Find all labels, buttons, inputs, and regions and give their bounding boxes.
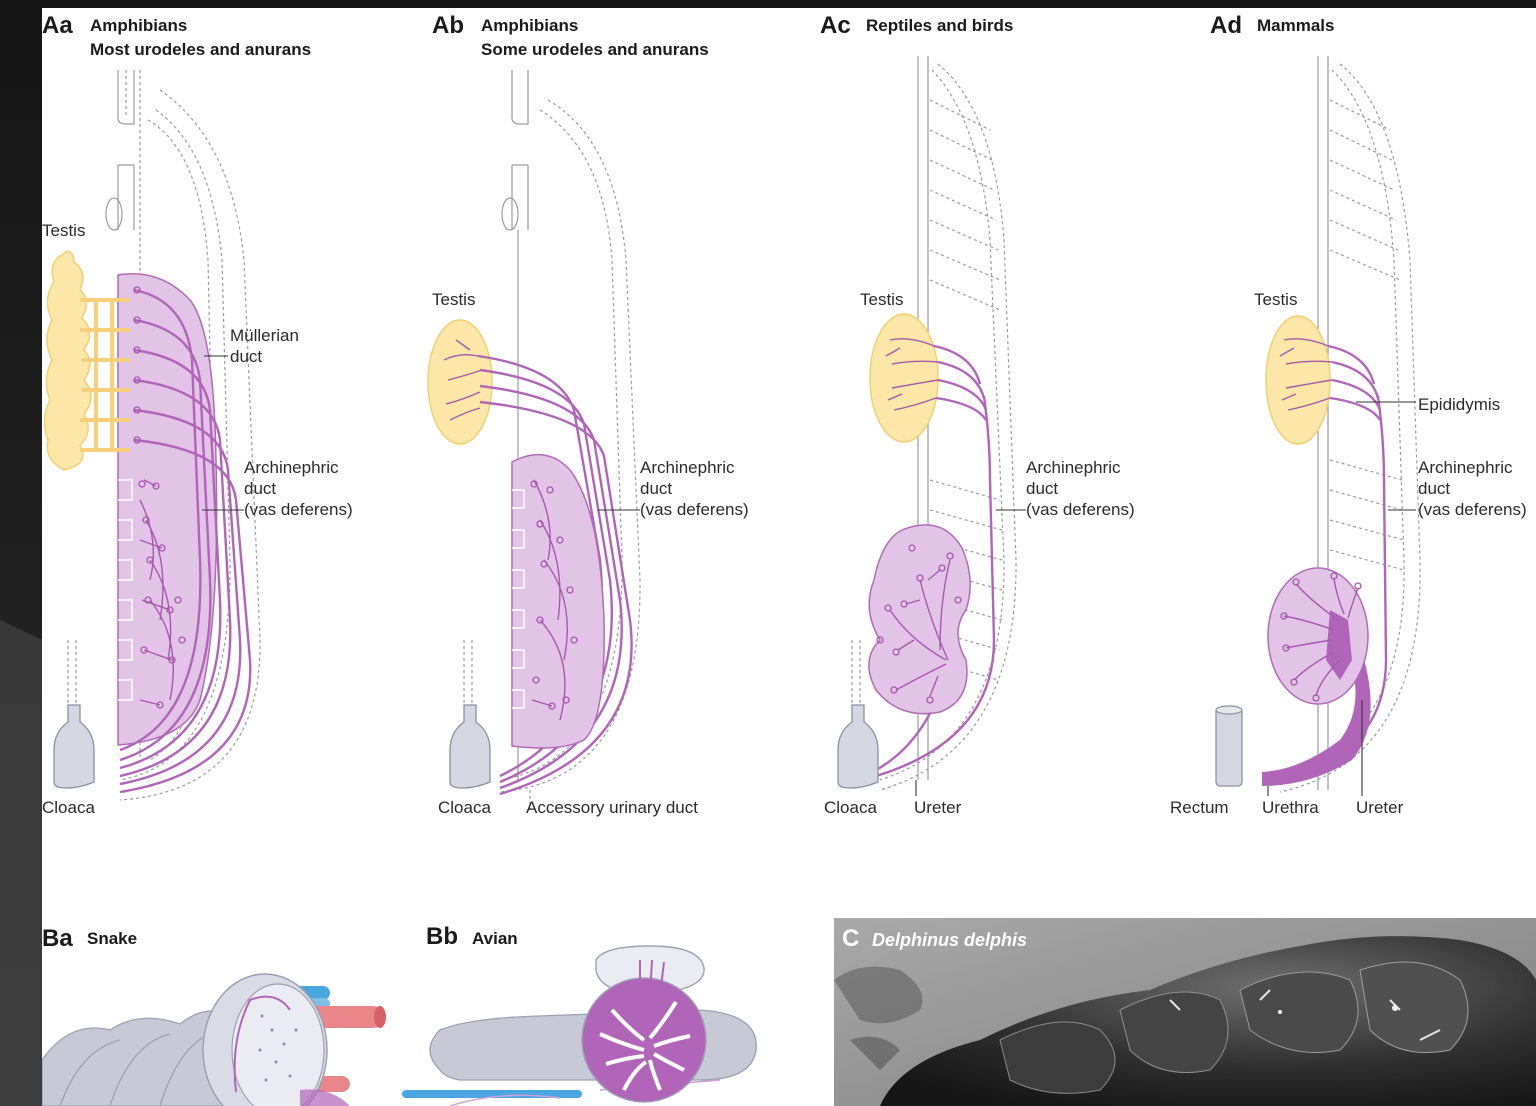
panel-ad-kidney xyxy=(1268,568,1368,704)
panel-ac-label-duct: duct xyxy=(1026,479,1058,498)
panel-aa-cloaca xyxy=(54,640,94,788)
panel-ad-label-urethra: Urethra xyxy=(1262,798,1319,817)
panel-ad: Ad Mammals xyxy=(1170,12,1527,817)
panel-ac-label-testis: Testis xyxy=(860,290,903,309)
panel-ac-label-archinephric: Archinephric xyxy=(1026,458,1121,477)
panel-ac-kidney xyxy=(869,525,970,714)
reproductive-system-figure: Aa Amphibians Most urodeles and anurans xyxy=(42,8,1536,1106)
panel-ac-label-vas-deferens: (vas deferens) xyxy=(1026,500,1135,519)
panel-ad-label-rectum: Rectum xyxy=(1170,798,1229,817)
panel-ad-title: Mammals xyxy=(1257,16,1334,35)
panel-bb-title: Avian xyxy=(472,929,518,948)
panel-c: C Delphinus delphis xyxy=(834,918,1536,1106)
panel-bb-tag: Bb xyxy=(426,923,458,950)
panel-ad-label-epididymis: Epididymis xyxy=(1418,395,1500,414)
panel-aa-label-archinephric: Archinephric xyxy=(244,458,339,477)
panel-ab-label-testis: Testis xyxy=(432,290,475,309)
panel-ad-testis xyxy=(1266,316,1332,444)
panel-aa-label-mullerian: Müllerian xyxy=(230,326,299,345)
panel-ab-label-accessory-duct: Accessory urinary duct xyxy=(526,798,698,817)
panel-ab-label-duct: duct xyxy=(640,479,672,498)
panel-ad-label-testis: Testis xyxy=(1254,290,1297,309)
panel-ac-title: Reptiles and birds xyxy=(866,16,1013,35)
panel-aa-label-cloaca: Cloaca xyxy=(42,798,95,817)
panel-ba: Ba Snake xyxy=(42,925,386,1106)
panel-ab-label-archinephric: Archinephric xyxy=(640,458,735,477)
panel-aa-label-testis: Testis xyxy=(42,221,85,240)
panel-aa-label-mullerian-duct: duct xyxy=(230,347,262,366)
panel-aa-tag: Aa xyxy=(42,12,73,39)
snake-testis-illustration xyxy=(42,974,386,1106)
figure-panel: Aa Amphibians Most urodeles and anurans xyxy=(42,8,1536,1106)
panel-ac-label-ureter: Ureter xyxy=(914,798,962,817)
avian-testis-illustration xyxy=(402,946,756,1106)
panel-aa-label-vas-deferens: (vas deferens) xyxy=(244,500,353,519)
panel-ac-label-cloaca: Cloaca xyxy=(824,798,877,817)
panel-aa-title: Amphibians xyxy=(90,16,187,35)
panel-ac-tag: Ac xyxy=(820,12,851,39)
panel-aa-testis xyxy=(44,251,130,470)
panel-ab-title: Amphibians xyxy=(481,16,578,35)
panel-ab-cloaca xyxy=(450,640,490,788)
panel-ba-title: Snake xyxy=(87,929,137,948)
panel-ab-subtitle: Some urodeles and anurans xyxy=(481,40,709,59)
panel-aa-kidney xyxy=(118,274,217,745)
panel-ab-label-vas-deferens: (vas deferens) xyxy=(640,500,749,519)
panel-ad-label-duct: duct xyxy=(1418,479,1450,498)
panel-bb: Bb Avian xyxy=(402,923,756,1106)
panel-ad-label-vas-deferens: (vas deferens) xyxy=(1418,500,1527,519)
panel-aa-label-duct: duct xyxy=(244,479,276,498)
panel-ad-tag: Ad xyxy=(1210,12,1242,39)
panel-ab-tag: Ab xyxy=(432,12,464,39)
panel-ab: Ab Amphibians Some urodeles and anurans xyxy=(428,12,749,817)
panel-aa-subtitle: Most urodeles and anurans xyxy=(90,40,311,59)
panel-ab-label-cloaca: Cloaca xyxy=(438,798,491,817)
panel-c-title: Delphinus delphis xyxy=(872,930,1027,950)
panel-ad-rectum xyxy=(1216,706,1242,786)
panel-c-tag: C xyxy=(842,925,859,952)
panel-aa: Aa Amphibians Most urodeles and anurans xyxy=(42,12,353,817)
panel-ac-testis xyxy=(870,314,938,442)
panel-ba-tag: Ba xyxy=(42,925,73,952)
panel-ad-label-archinephric: Archinephric xyxy=(1418,458,1513,477)
panel-ad-label-ureter: Ureter xyxy=(1356,798,1404,817)
panel-ac: Ac Reptiles and birds xyxy=(820,12,1135,817)
panel-ab-testis xyxy=(428,320,492,444)
